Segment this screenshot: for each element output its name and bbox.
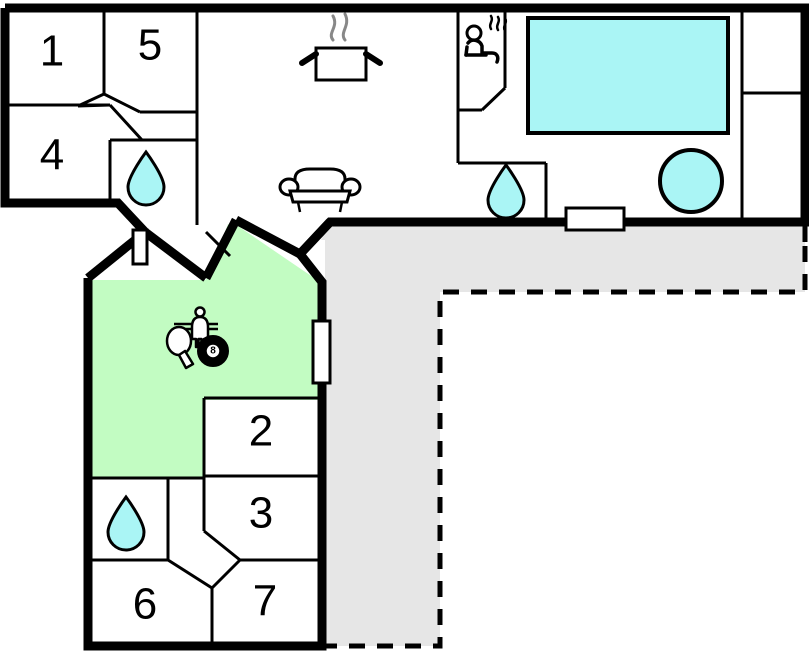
sofa-leg-left — [296, 201, 302, 213]
room-number-5: 5 — [138, 21, 162, 70]
pot-handle-right — [363, 51, 383, 66]
room-number-2: 2 — [249, 407, 273, 456]
door[interactable] — [564, 206, 626, 232]
wall-hall-diag-4 — [108, 103, 144, 142]
pot-steam-right — [341, 12, 349, 42]
games-room-icon: 8 — [165, 306, 229, 370]
room-number-labels: 1 5 4 2 3 6 7 — [40, 21, 277, 629]
wall-sauna-diag — [480, 86, 507, 112]
sofa-back — [293, 167, 347, 193]
swimming-pool — [526, 16, 730, 135]
sauna-person-body — [466, 38, 500, 64]
exterior-walls — [0, 3, 809, 651]
sauna-person-arm — [464, 45, 469, 57]
sofa-icon — [278, 167, 362, 213]
billiard-eight-ball-spot — [205, 343, 221, 359]
cooking-pot-icon — [299, 12, 383, 82]
water-drop-shape — [106, 494, 146, 552]
water-drop-icon — [126, 149, 166, 207]
foosball-figure-head — [194, 306, 206, 318]
water-drop-icon — [486, 162, 526, 220]
wall-hall-diag-1 — [77, 92, 105, 108]
pot-handle-left — [299, 51, 319, 66]
wall-hall2-diag-2 — [210, 558, 242, 590]
room-number-3: 3 — [249, 489, 273, 538]
water-drop-icon — [106, 494, 146, 552]
wall-games-diag-left — [142, 228, 209, 282]
wall-hall2-diag-1 — [203, 529, 241, 562]
room-number-4: 4 — [40, 131, 64, 180]
openings — [131, 206, 626, 385]
pingpong-paddle-head — [165, 325, 193, 357]
sauna-icon — [464, 14, 508, 64]
sauna-steam-3 — [502, 16, 508, 33]
sofa-leg-right — [338, 201, 344, 213]
pingpong-paddle-handle — [177, 349, 195, 370]
water-drop-shape — [126, 149, 166, 207]
wall-lower-outer — [83, 251, 327, 651]
billiard-eight-ball-number: 8 — [210, 346, 216, 357]
wall-games-diag-right — [233, 216, 303, 258]
terrace-dashed-outline — [326, 246, 808, 649]
room-number-7: 7 — [253, 577, 277, 626]
terrace-inner-cut — [440, 292, 805, 646]
wall-corner-diag — [296, 218, 334, 258]
room-number-6: 6 — [133, 580, 157, 629]
door[interactable] — [131, 228, 149, 266]
water-drop-shape — [486, 162, 526, 220]
wall-hall-stub — [204, 230, 232, 258]
pot-steam-left — [329, 14, 337, 42]
sauna-steam-1 — [488, 14, 494, 31]
whirlpool — [658, 148, 724, 214]
room-number-1: 1 — [40, 27, 64, 76]
wall-hall2-diag-3 — [167, 558, 213, 590]
sauna-steam-2 — [495, 15, 501, 32]
sofa-seat — [288, 189, 352, 204]
sauna-person-head — [465, 24, 483, 42]
wall-hall-diag-2 — [77, 103, 111, 108]
wall-hall-diag-3 — [103, 92, 141, 114]
door[interactable] — [311, 319, 332, 385]
wall-upper-left-outer — [0, 8, 149, 236]
pot-body — [314, 46, 368, 82]
